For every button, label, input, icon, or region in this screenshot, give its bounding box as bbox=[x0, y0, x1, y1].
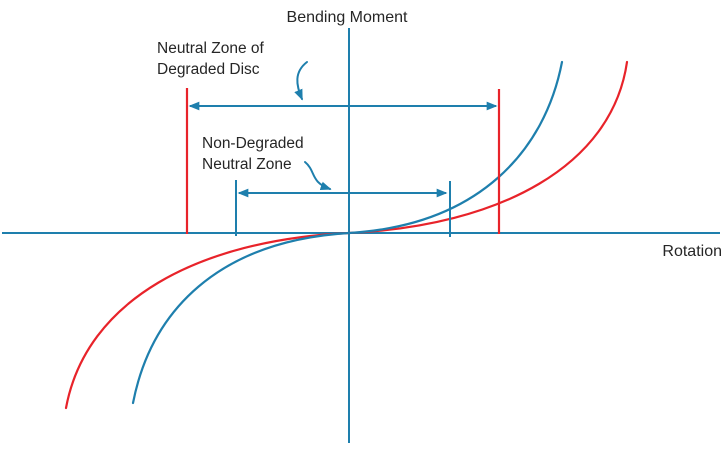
degraded-zone-label-line1: Neutral Zone of bbox=[157, 40, 265, 57]
degraded-disc-curve bbox=[64, 60, 629, 410]
degraded-label-leader-arrow bbox=[294, 61, 308, 101]
degraded-zone-label-line2: Degraded Disc bbox=[157, 61, 260, 78]
non-degraded-zone-label-line1: Non-Degraded bbox=[202, 135, 304, 152]
y-axis-label: Bending Moment bbox=[287, 9, 409, 26]
x-axis-label: Rotation bbox=[662, 243, 722, 260]
non-degraded-zone-label-line2: Neutral Zone bbox=[202, 156, 292, 173]
non-degraded-label-leader-arrow bbox=[304, 161, 332, 191]
non-degraded-disc-curve bbox=[131, 60, 564, 405]
